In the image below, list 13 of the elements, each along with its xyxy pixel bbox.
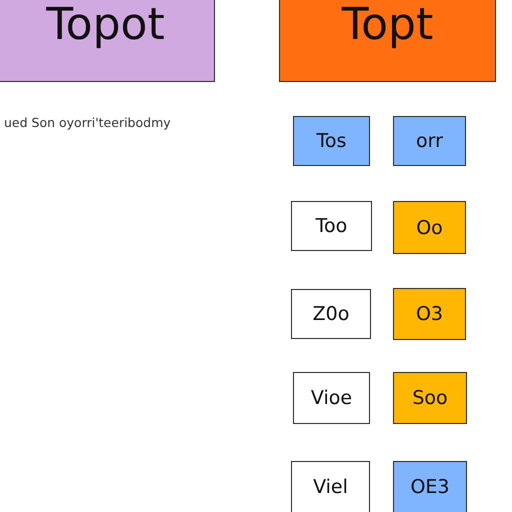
header-box: Topt — [279, 0, 496, 82]
note-text: ued Son oyorri'teeribodmy — [4, 115, 171, 130]
label-box: orr — [393, 116, 466, 166]
label-box: Viel — [291, 461, 370, 512]
label-box: Vioe — [293, 372, 370, 424]
header-box: Topot — [0, 0, 215, 82]
label-box: Z0o — [291, 289, 371, 339]
label-box: O3 — [393, 288, 466, 340]
label-box: Oo — [393, 201, 466, 254]
label-box: OE3 — [393, 461, 467, 512]
label-box: Soo — [393, 372, 467, 424]
label-box: Tos — [293, 116, 370, 166]
label-box: Too — [291, 201, 372, 251]
